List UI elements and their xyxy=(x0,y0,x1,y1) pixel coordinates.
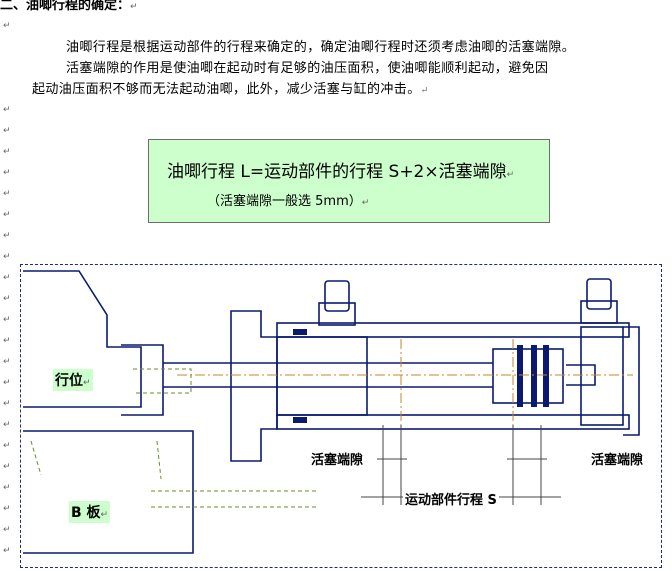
cylinder-stroke-diagram: 行位↵ B 板↵ 活塞端隙 活塞端隙 运动部件行程 S xyxy=(20,264,662,568)
paragraph-mark: ↵ xyxy=(83,378,91,388)
paragraph-mark: ↵ xyxy=(3,231,11,241)
hidden-lines xyxy=(30,368,319,508)
label-piston-gap-right-text: 活塞端隙 xyxy=(591,453,644,468)
section-heading: 二、油唧行程的确定：↵ xyxy=(0,0,138,13)
oil-fitting-left xyxy=(324,280,350,312)
paragraph-mark: ↵ xyxy=(420,86,429,96)
paragraph-mark: ↵ xyxy=(3,294,11,304)
paragraph-mark: ↵ xyxy=(3,504,11,514)
paragraph-mark: ↵ xyxy=(3,105,11,115)
mechanical-drawing xyxy=(23,270,640,554)
paragraph-mark: ↵ xyxy=(100,510,109,520)
paragraph-mark: ↵ xyxy=(3,126,11,136)
paragraph-mark: ↵ xyxy=(3,210,11,220)
oil-fitting-right-nut xyxy=(580,300,618,324)
label-b-plate: B 板↵ xyxy=(69,501,111,523)
paragraph-mark: ↵ xyxy=(3,525,11,535)
piston xyxy=(492,348,564,404)
paragraph-line-1: 油唧行程是根据运动部件的行程来确定的，确定油唧行程时还须考虑油唧的活塞端隙。 xyxy=(66,36,575,55)
paragraph-mark: ↵ xyxy=(361,198,370,208)
paragraph-mark: ↵ xyxy=(3,399,11,409)
paragraph-line-3: 起动油压面积不够而无法起动油唧，此外，减少活塞与缸的冲击。↵ xyxy=(32,78,429,97)
formula-note: （活塞端隙一般选 5mm）↵ xyxy=(207,190,369,209)
oil-fitting-right xyxy=(586,278,612,310)
rear-cap xyxy=(580,326,624,426)
label-stroke-s: 运动部件行程 S xyxy=(403,489,499,508)
paragraph-mark: ↵ xyxy=(3,462,11,472)
formula-box: 油唧行程 L=运动部件的行程 S+2×活塞端隙↵ （活塞端隙一般选 5mm）↵ xyxy=(148,139,550,223)
label-stroke-position-text: 行位 xyxy=(55,373,83,389)
paragraph-mark: ↵ xyxy=(3,168,11,178)
cylinder-tube-top xyxy=(276,322,630,338)
piston-seals xyxy=(293,329,549,423)
cylinder-tube-bottom xyxy=(276,414,630,430)
paragraph-mark: ↵ xyxy=(3,147,11,157)
paragraph-mark: ↵ xyxy=(130,2,138,12)
paragraph-mark: ↵ xyxy=(3,252,11,262)
paragraph-line-2-text: 活塞端隙的作用是使油唧在起动时有足够的油压面积，使油唧能顺利起动，避免因 xyxy=(66,61,549,76)
paragraph-mark: ↵ xyxy=(3,21,11,31)
oil-fitting-left-nut xyxy=(318,302,356,326)
label-piston-gap-left: 活塞端隙 xyxy=(311,449,363,468)
slide-block-outline xyxy=(23,270,640,554)
label-b-plate-text: B 板 xyxy=(71,505,101,521)
section-heading-text: 二、油唧行程的确定： xyxy=(0,0,131,13)
paragraph-mark: ↵ xyxy=(3,441,11,451)
front-gland xyxy=(276,336,368,416)
label-piston-gap-left-text: 活塞端隙 xyxy=(311,453,364,468)
paragraph-mark: ↵ xyxy=(3,357,11,367)
label-stroke-s-text: 运动部件行程 S xyxy=(405,493,497,508)
center-lines xyxy=(177,339,633,479)
paragraph-mark: ↵ xyxy=(506,170,515,180)
formula-main-text: 油唧行程 L=运动部件的行程 S+2×活塞端隙 xyxy=(167,162,507,182)
label-stroke-position: 行位↵ xyxy=(53,369,93,391)
paragraph-mark: ↵ xyxy=(3,378,11,388)
paragraph-mark: ↵ xyxy=(3,483,11,493)
paragraph-mark: ↵ xyxy=(3,189,11,199)
paragraph-line-3-text: 起动油压面积不够而无法起动油唧，此外，减少活塞与缸的冲击。 xyxy=(32,82,421,97)
paragraph-mark: ↵ xyxy=(3,420,11,430)
paragraph-mark: ↵ xyxy=(3,336,11,346)
label-piston-gap-right: 活塞端隙 xyxy=(591,449,643,468)
paragraph-mark: ↵ xyxy=(3,546,11,556)
mounting-bracket xyxy=(230,310,278,462)
formula-main: 油唧行程 L=运动部件的行程 S+2×活塞端隙↵ xyxy=(167,157,514,182)
b-plate-outline xyxy=(23,430,194,554)
paragraph-line-2: 活塞端隙的作用是使油唧在起动时有足够的油压面积，使油唧能顺利起动，避免因 xyxy=(66,57,548,76)
paragraph-mark: ↵ xyxy=(3,273,11,283)
paragraph-mark: ↵ xyxy=(3,315,11,325)
formula-note-text: （活塞端隙一般选 5mm） xyxy=(207,194,362,209)
paragraph-line-1-text: 油唧行程是根据运动部件的行程来确定的，确定油唧行程时还须考虑油唧的活塞端隙。 xyxy=(66,40,576,55)
